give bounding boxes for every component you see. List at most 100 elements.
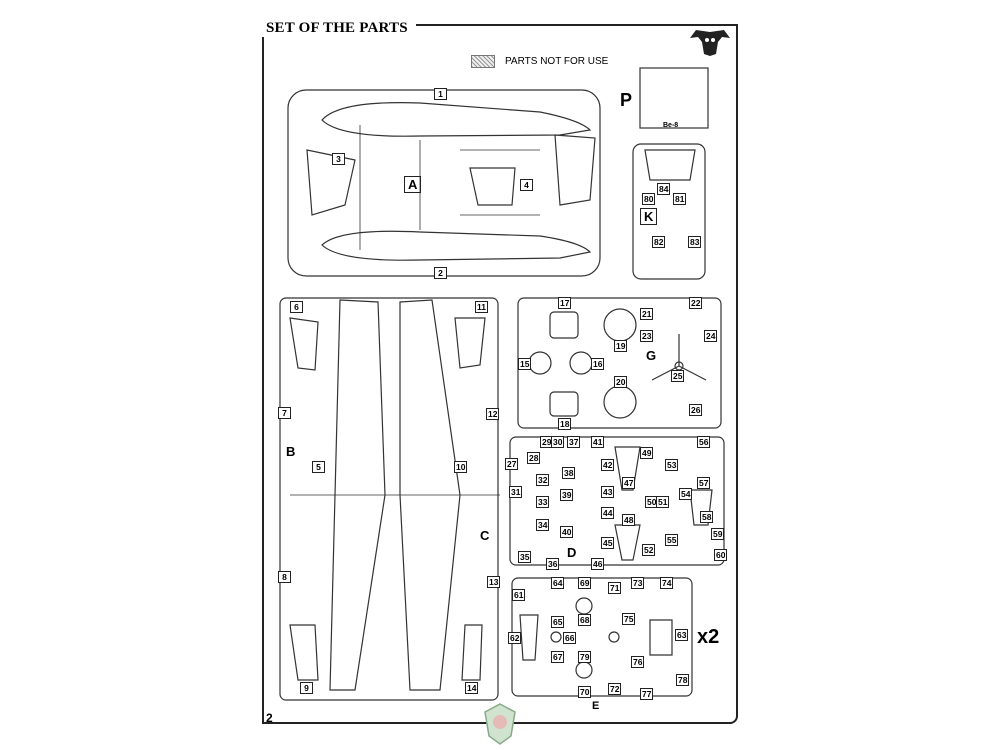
part-number-label: 10 — [454, 461, 468, 473]
part-number-label: 32 — [536, 474, 550, 486]
part-number-label: 6 — [290, 301, 303, 313]
part-number-label: 80 — [642, 193, 656, 205]
part-number-label: 56 — [697, 436, 711, 448]
part-number-label: 8 — [278, 571, 291, 583]
part-number-label: 14 — [465, 682, 479, 694]
part-number-label: 55 — [665, 534, 679, 546]
part-number-label: 11 — [475, 301, 488, 313]
part-number-label: 35 — [518, 551, 532, 563]
part-number-label: 64 — [551, 577, 565, 589]
sprue-letter-c: C — [480, 528, 490, 543]
part-number-label: 19 — [614, 340, 628, 352]
part-number-label: 53 — [665, 459, 679, 471]
part-number-label: 3 — [332, 153, 345, 165]
multiplier-label: x2 — [697, 626, 720, 648]
part-number-label: 57 — [697, 477, 711, 489]
owl-logo-icon — [690, 30, 730, 56]
part-number-label: 1 — [434, 88, 447, 100]
part-number-label: 25 — [671, 370, 685, 382]
part-number-label: 43 — [601, 486, 615, 498]
legend: PARTS NOT FOR USE — [471, 55, 608, 68]
part-number-label: 33 — [536, 496, 550, 508]
part-number-label: 30 — [551, 436, 565, 448]
part-number-label: 75 — [622, 613, 636, 625]
sprue-letter-a: A — [404, 176, 422, 193]
part-number-label: 68 — [578, 614, 592, 626]
part-number-label: 73 — [631, 577, 645, 589]
sprue-letter-p: P — [620, 90, 633, 110]
part-number-label: 74 — [660, 577, 674, 589]
sprue-letter-g: G — [646, 348, 657, 363]
part-number-label: 70 — [578, 686, 592, 698]
part-number-label: 78 — [676, 674, 690, 686]
part-number-label: 45 — [601, 537, 615, 549]
sprue-letter-b: B — [286, 444, 296, 459]
part-number-label: 44 — [601, 507, 615, 519]
part-number-label: 34 — [536, 519, 550, 531]
part-number-label: 36 — [546, 558, 560, 570]
part-number-label: 31 — [509, 486, 523, 498]
part-number-label: 37 — [567, 436, 581, 448]
sprue-letter-e: E — [592, 700, 600, 712]
part-number-label: 26 — [689, 404, 703, 416]
legend-text: PARTS NOT FOR USE — [505, 56, 609, 67]
part-number-label: 40 — [560, 526, 574, 538]
part-number-label: 62 — [508, 632, 522, 644]
part-number-label: 5 — [312, 461, 325, 473]
sprue-a-frame — [287, 89, 601, 277]
part-number-label: 79 — [578, 651, 592, 663]
part-number-label: 81 — [673, 193, 687, 205]
part-number-label: 63 — [675, 629, 689, 641]
part-number-label: 9 — [300, 682, 313, 694]
sprue-k-frame — [632, 143, 706, 280]
part-number-label: 28 — [527, 452, 541, 464]
watermark-logo-icon — [484, 703, 516, 745]
etch-fret — [639, 67, 709, 129]
part-number-label: 21 — [640, 308, 654, 320]
part-number-label: 84 — [657, 183, 671, 195]
sprue-d-frame — [509, 436, 725, 566]
part-number-label: 49 — [640, 447, 654, 459]
sprue-e-frame — [511, 577, 693, 697]
part-number-label: 52 — [642, 544, 656, 556]
part-3-shape — [306, 149, 356, 216]
part-number-label: 71 — [608, 582, 622, 594]
sprue-letter-d: D — [567, 545, 577, 560]
part-number-label: 48 — [622, 514, 636, 526]
part-number-label: 39 — [560, 489, 574, 501]
part-number-label: 67 — [551, 651, 565, 663]
part-number-label: 65 — [551, 616, 565, 628]
part-number-label: 23 — [640, 330, 654, 342]
part-number-label: 58 — [700, 511, 714, 523]
not-for-use-swatch — [471, 55, 495, 68]
part-number-label: 42 — [601, 459, 615, 471]
part-number-label: 24 — [704, 330, 718, 342]
part-number-label: 22 — [689, 297, 703, 309]
part-number-label: 4 — [520, 179, 533, 191]
part-number-label: 72 — [608, 683, 622, 695]
hull-half-bottom — [321, 230, 592, 261]
part-number-label: 47 — [622, 477, 636, 489]
part-number-label: 12 — [486, 408, 500, 420]
hull-half-top — [321, 102, 592, 137]
part-number-label: 38 — [562, 467, 576, 479]
fin-top — [554, 134, 596, 206]
sprue-letter-k: K — [640, 208, 658, 225]
part-number-label: 77 — [640, 688, 654, 700]
part-number-label: 83 — [688, 236, 702, 248]
part-number-label: 15 — [518, 358, 532, 370]
part-number-label: 20 — [614, 376, 628, 388]
part-number-label: 2 — [434, 267, 447, 279]
part-number-label: 27 — [505, 458, 519, 470]
part-number-label: 7 — [278, 407, 291, 419]
etch-label: Be-8 — [663, 122, 679, 129]
part-number-label: 18 — [558, 418, 572, 430]
part-number-label: 17 — [558, 297, 572, 309]
part-number-label: 59 — [711, 528, 725, 540]
part-number-label: 61 — [512, 589, 526, 601]
part-4-shape — [469, 167, 516, 206]
part-number-label: 76 — [631, 656, 645, 668]
part-number-label: 69 — [578, 577, 592, 589]
